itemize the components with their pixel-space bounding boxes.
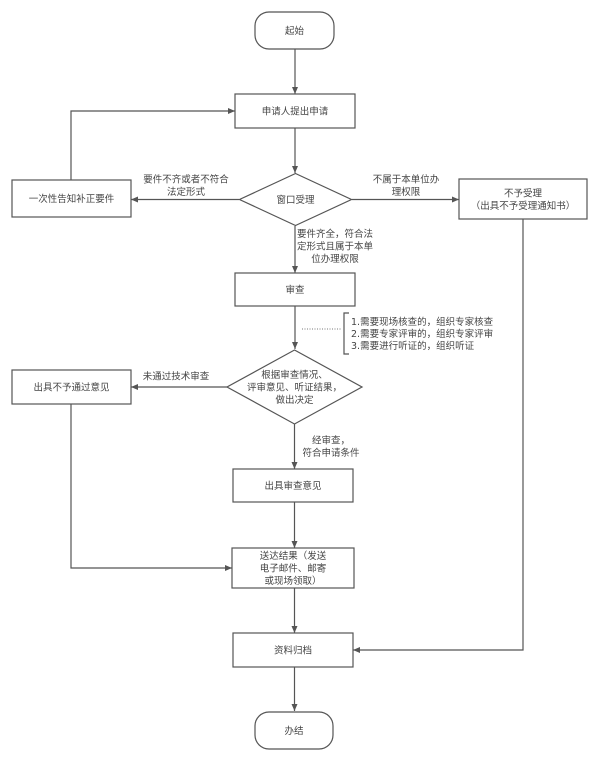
- edge-label-decide-to-fail: 未通过技术审查: [143, 371, 210, 383]
- node-label: 窗口受理: [276, 194, 315, 206]
- process-box: [231, 547, 355, 589]
- node-archive: 资料归档: [232, 632, 354, 668]
- process-box: [232, 468, 354, 503]
- process-box: [234, 272, 356, 307]
- node-start: 起始: [254, 11, 335, 50]
- edge-label-decide-to-opinion: 经审查，符合申请条件: [302, 434, 360, 459]
- node-label: 办结: [284, 725, 303, 737]
- terminal-shape: [254, 711, 334, 750]
- node-window: 窗口受理: [238, 172, 353, 227]
- process-box: [234, 93, 356, 129]
- edge-supplement-to-apply: [70, 108, 235, 180]
- decision-diamond: [238, 172, 353, 227]
- node-fail: 出具不予通过意见: [11, 369, 132, 405]
- annotation-line: 1.需要现场核查的，组织专家核查: [351, 316, 494, 328]
- process-box: [11, 369, 132, 405]
- annotation-line: 3.需要进行听证的，组织听证: [351, 340, 475, 352]
- node-label: 资料归档: [274, 645, 312, 657]
- node-opinion: 出具审查意见: [232, 468, 354, 503]
- node-label: 做出决定: [275, 394, 314, 406]
- node-label: 起始: [285, 25, 305, 37]
- edge-label-line: 定形式且属于本单: [297, 241, 374, 253]
- node-reject: 不予受理（出具不予受理通知书）: [458, 178, 588, 220]
- edge-label-line: 经审查，: [312, 434, 350, 446]
- node-review: 审查: [234, 272, 356, 307]
- annotation-line: 2.需要专家评审的，组织专家评审: [351, 328, 493, 340]
- annotation-bracket: [343, 312, 349, 355]
- review-annotation: 1.需要现场核查的，组织专家核查2.需要专家评审的，组织专家评审3.需要进行听证…: [302, 312, 494, 355]
- edge-label-line: 符合申请条件: [302, 447, 360, 459]
- edge-label-line: 位办理权限: [311, 253, 359, 265]
- node-label: 电子邮件、邮寄: [260, 563, 327, 575]
- node-apply: 申请人提出申请: [234, 93, 356, 129]
- node-decide: 根据审查情况、评审意见、听证结果，做出决定: [225, 349, 364, 425]
- process-box: [458, 178, 588, 220]
- node-label: 或现场领取）: [264, 575, 321, 587]
- node-label: 出具审查意见: [264, 480, 321, 492]
- node-label: 申请人提出申请: [262, 106, 329, 118]
- terminal-shape: [254, 11, 335, 50]
- node-label: 出具不予通过意见: [33, 382, 109, 394]
- node-label: 一次性告知补正要件: [29, 193, 115, 205]
- node-label: 根据审查情况、: [261, 369, 328, 381]
- edge-fail-to-deliver: [70, 404, 232, 571]
- edge-label-line: 法定形式: [167, 186, 206, 198]
- process-box: [232, 632, 354, 668]
- process-box: [11, 179, 132, 218]
- edge-label-line: 要件齐全，符合法: [297, 228, 373, 240]
- edge-label-line: 要件不齐或者不符合: [143, 173, 229, 185]
- node-label: 审查: [285, 284, 305, 296]
- decision-diamond: [225, 349, 364, 425]
- node-end: 办结: [254, 711, 334, 750]
- node-supplement: 一次性告知补正要件: [11, 179, 132, 218]
- node-label: 不予受理: [504, 187, 543, 199]
- node-label: 评审意见、听证结果，: [247, 382, 342, 394]
- edge-label-line: 理权限: [392, 186, 421, 198]
- edge-label-line: 未通过技术审查: [143, 371, 210, 383]
- edge-reject-to-archive: [353, 219, 524, 653]
- edge-label-line: 不属于本单位办: [373, 173, 440, 185]
- node-label: （出具不予受理通知书）: [471, 200, 576, 212]
- node-label: 送达结果（发送: [260, 550, 327, 562]
